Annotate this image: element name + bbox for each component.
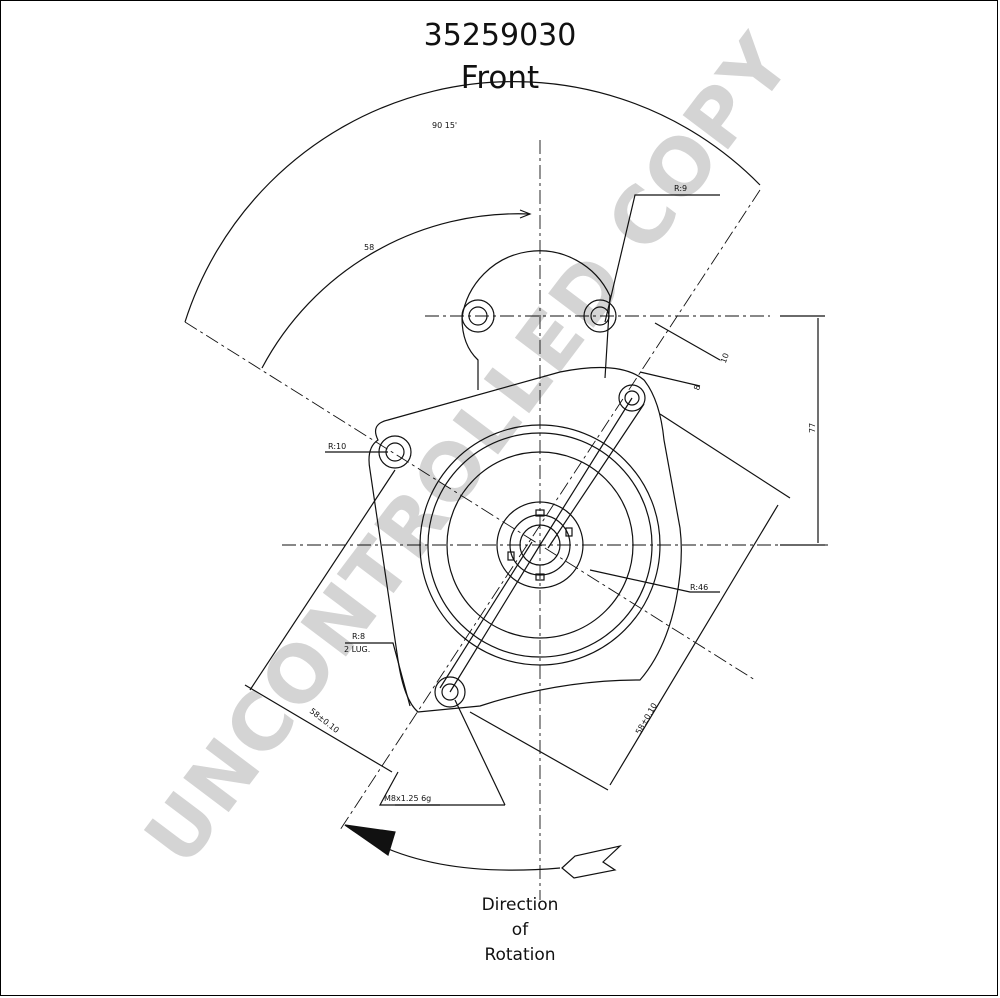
tooth-bottom (535, 573, 545, 581)
lead-upper-1 (539, 397, 633, 546)
dim-r10: R:10 (328, 442, 346, 451)
housing-inner-circle (427, 432, 653, 658)
dim-ext-left (249, 469, 396, 691)
arc-58 (261, 213, 531, 369)
diagonal-centerline (184, 321, 756, 681)
ext-line-right-1 (659, 413, 791, 499)
pinion-outer (496, 501, 584, 589)
shaft-circle (519, 524, 561, 566)
left-bolt-inner (468, 306, 488, 326)
tooth-left (507, 551, 515, 561)
drawing-lines (184, 81, 830, 900)
lead-lower-3 (454, 699, 506, 806)
dim-8 (639, 371, 701, 387)
rotation-line-2: of (511, 920, 529, 940)
tooth-top (535, 509, 545, 517)
housing-outer-circle (419, 424, 661, 666)
dim-thread: M8x1.25 6g (384, 794, 431, 803)
dim-r8: R:8 (352, 632, 365, 641)
rotation-arrow-tail (561, 844, 623, 879)
lead-lower-2 (439, 541, 533, 689)
right-bolt-outer (583, 299, 617, 333)
dim-8-text: 8 (692, 384, 702, 392)
dim-10-text: 10 (719, 352, 731, 365)
rotation-arrow-head (344, 824, 396, 856)
ext-line-right-2 (469, 711, 609, 791)
watermark: UNCONTROLLED COPY (128, 18, 809, 881)
tooth-right (565, 527, 573, 537)
hole-lower-inner (441, 683, 459, 701)
dim-angle: 90 15' (432, 121, 457, 130)
right-bolt-inner (590, 306, 610, 326)
leader-r9 (604, 194, 720, 323)
view-name: Front (460, 60, 540, 96)
pinion-inner (509, 514, 571, 576)
left-bolt-outer (461, 299, 495, 333)
leader-r46 (589, 569, 720, 593)
dim-58: 58 (364, 243, 374, 252)
lead-lower-1 (449, 544, 541, 693)
solenoid-lobe (461, 250, 611, 390)
angle-arc (184, 81, 761, 323)
lead-upper-2 (547, 403, 645, 549)
dim-10 (654, 322, 721, 361)
arrow-head (519, 209, 532, 219)
rotation-line-1: Direction (481, 895, 559, 915)
dim-58-right (609, 504, 779, 786)
rotation-label: Direction of Rotation (440, 893, 600, 968)
dim-77-text: 77 (808, 423, 817, 433)
hole-left-inner (385, 442, 405, 462)
leader-r8 (345, 642, 411, 707)
nose-circle (446, 451, 634, 639)
dim-r46: R:46 (690, 583, 708, 592)
dim-lugs: 2 LUG. (344, 645, 370, 654)
dim-r9: R:9 (674, 184, 687, 193)
hole-upper-right-outer (618, 384, 646, 412)
leader-thread (378, 771, 440, 806)
part-number: 35259030 (423, 18, 577, 53)
dim-58-left (244, 684, 393, 773)
hole-upper-right-inner (624, 390, 640, 406)
diagonal-centerline-2 (339, 189, 761, 831)
dim-58-right-text: 58±0.10 (634, 701, 659, 736)
rotation-line-3: Rotation (484, 945, 556, 965)
hole-lower-outer (434, 676, 466, 708)
